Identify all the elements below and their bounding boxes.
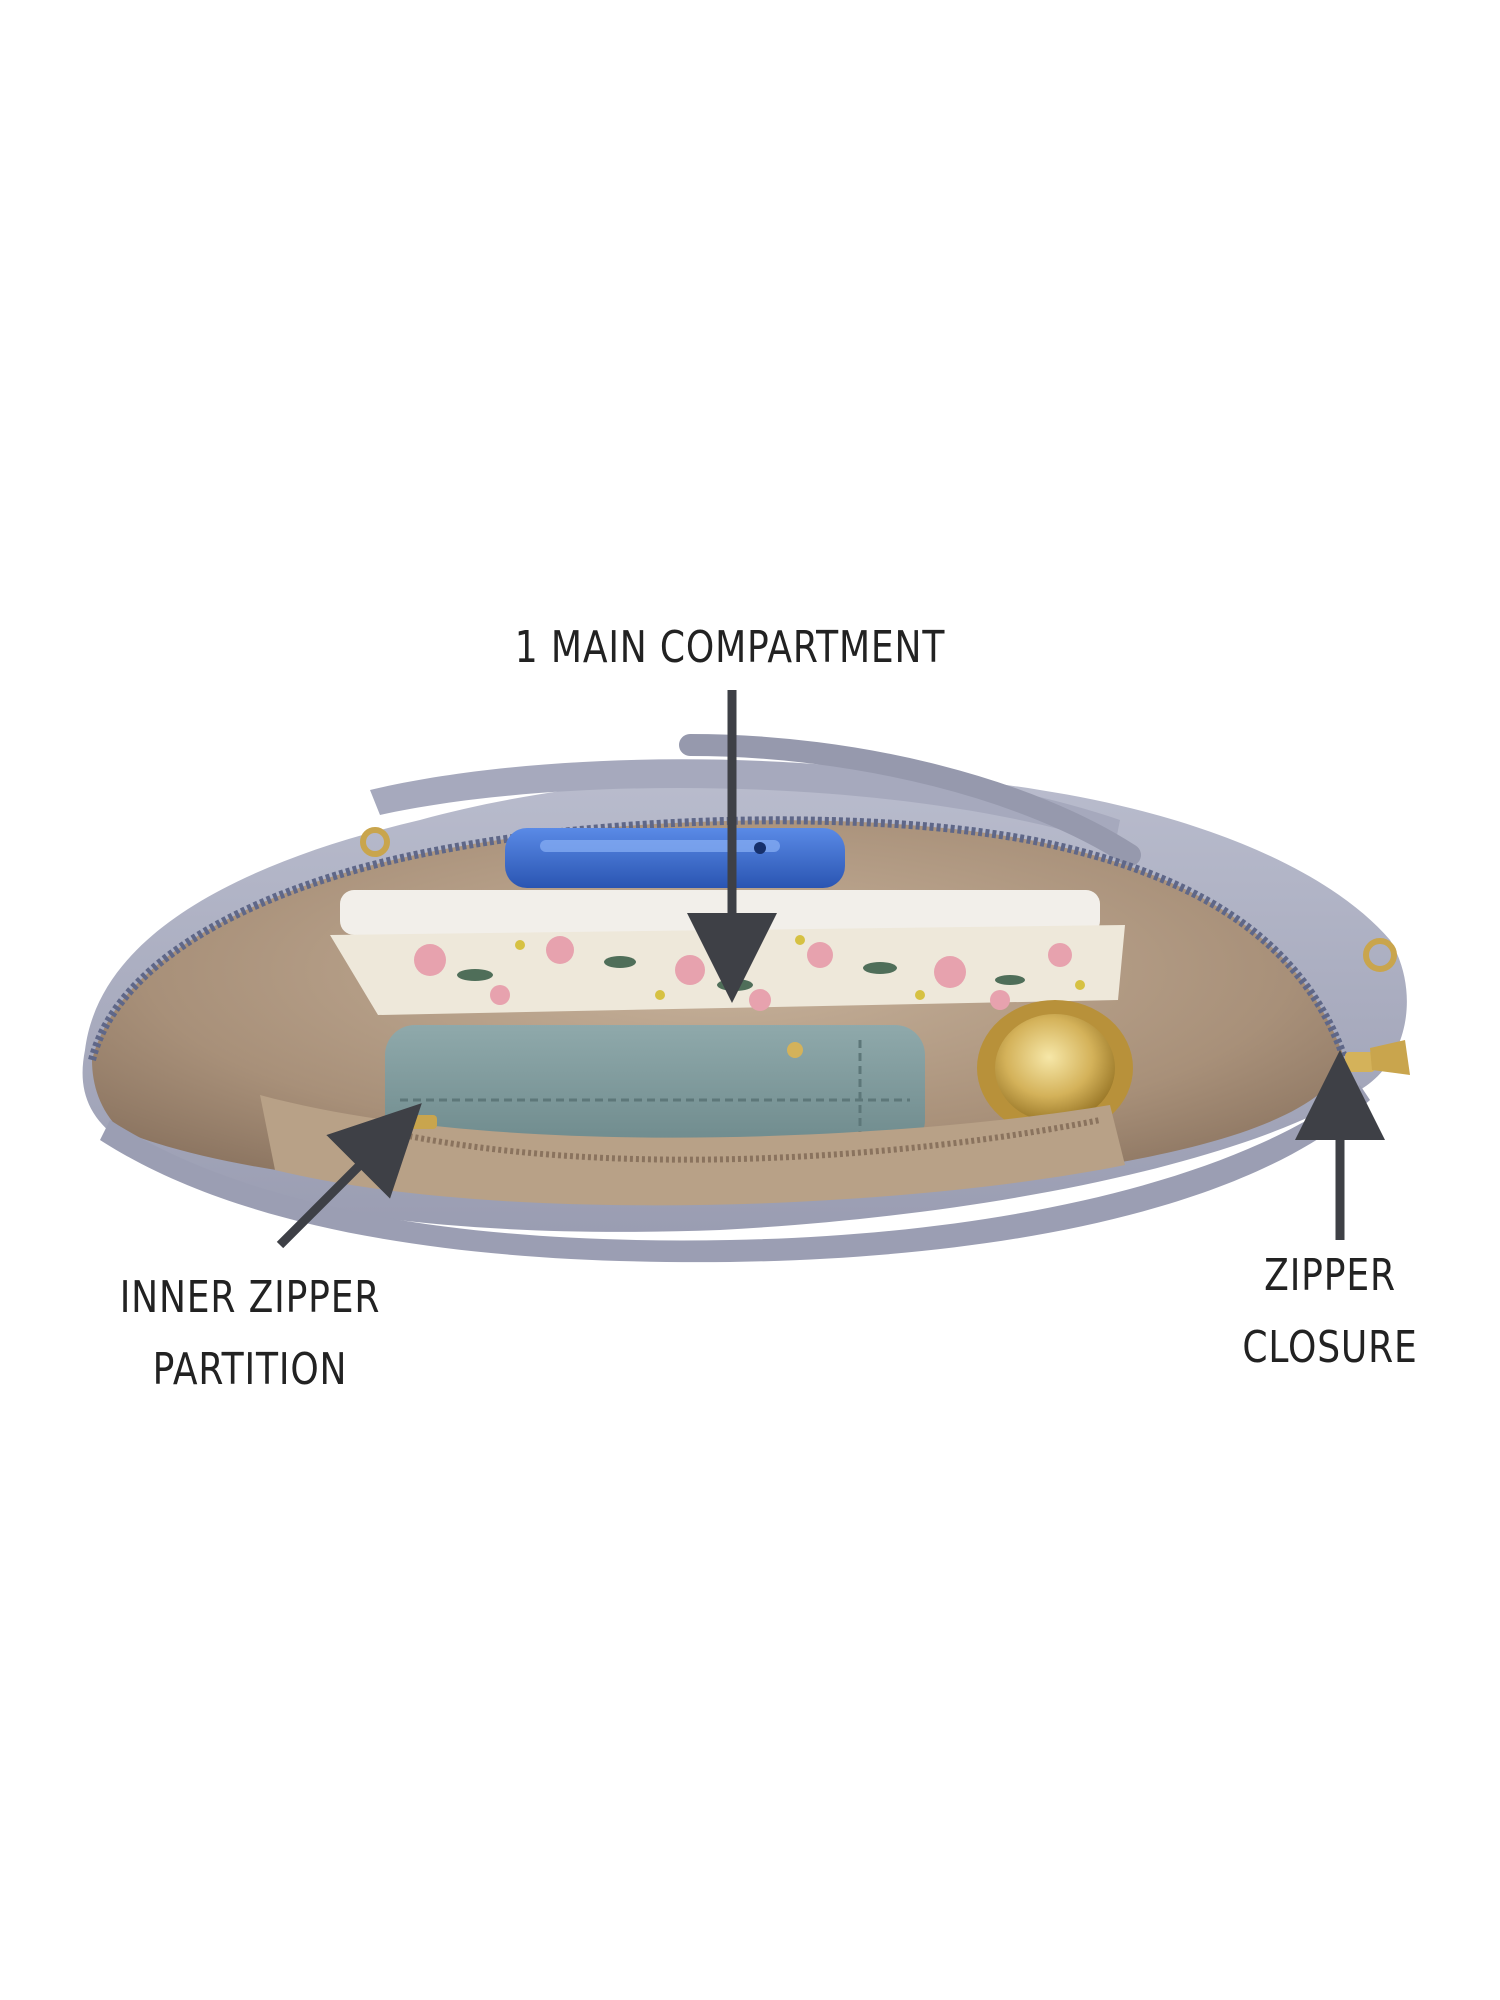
- main-compartment-text: 1 MAIN COMPARTMENT: [514, 622, 946, 673]
- zipper-closure-text-line1: ZIPPER: [1264, 1250, 1396, 1301]
- phone-item: [505, 828, 845, 888]
- inner-zipper-text-line1: INNER ZIPPER: [119, 1272, 381, 1323]
- inner-zipper-arrow: [276, 1103, 422, 1249]
- zipper-closure-text-line2: CLOSURE: [1242, 1322, 1418, 1373]
- zipper-closure-label: ZIPPER CLOSURE: [1207, 1240, 1453, 1384]
- side-ring-hardware-icon: [360, 827, 1397, 972]
- gold-compact-item: [977, 1000, 1133, 1136]
- inner-zipper-text-line2: PARTITION: [152, 1344, 348, 1395]
- teal-wallet-item: [385, 1025, 925, 1150]
- main-compartment-label: 1 MAIN COMPARTMENT: [484, 612, 976, 684]
- bag-front-edge: [100, 1085, 1370, 1263]
- inner-zipper-partition-label: INNER ZIPPER PARTITION: [94, 1262, 406, 1406]
